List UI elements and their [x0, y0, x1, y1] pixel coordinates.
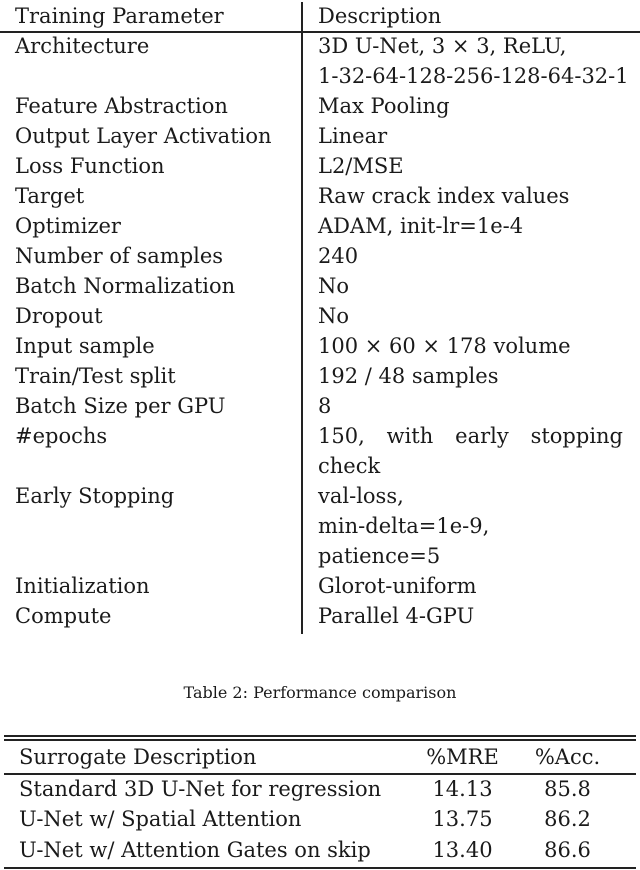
- desc-cell: patience=5: [318, 544, 441, 568]
- param-cell: Feature Abstraction: [15, 94, 228, 118]
- desc-cell: 8: [318, 394, 332, 418]
- param-cell: Number of samples: [15, 244, 224, 268]
- desc-cell: 3D U-Net, 3 × 3, ReLU,: [318, 34, 567, 58]
- header-surrogate-description: Surrogate Description: [19, 745, 257, 769]
- top-rule-double: [4, 739, 636, 741]
- param-cell: Train/Test split: [15, 364, 176, 388]
- param-cell: Compute: [15, 604, 112, 628]
- desc-cell: Linear: [318, 124, 388, 148]
- desc-cell: min-delta=1e-9,: [318, 514, 490, 538]
- header-acc: %Acc.: [534, 745, 601, 769]
- column-divider: [301, 2, 303, 634]
- table-row-acc: 85.8: [544, 777, 591, 801]
- header-rule: [4, 773, 636, 775]
- table2-caption: Table 2: Performance comparison: [183, 683, 457, 702]
- desc-cell: L2/MSE: [318, 154, 404, 178]
- table-row-mre: 13.40: [432, 838, 493, 862]
- desc-cell: 192 / 48 samples: [318, 364, 499, 388]
- param-cell: Loss Function: [15, 154, 165, 178]
- table-row-description: U-Net w/ Spatial Attention: [19, 807, 302, 831]
- param-cell: Output Layer Activation: [15, 124, 272, 148]
- desc-cell: Max Pooling: [318, 94, 450, 118]
- param-cell: Batch Normalization: [15, 274, 236, 298]
- table-row-acc: 86.6: [544, 838, 591, 862]
- header-description: Description: [318, 4, 442, 28]
- desc-cell: Parallel 4-GPU: [318, 604, 475, 628]
- param-cell: Early Stopping: [15, 484, 175, 508]
- training-parameters-table: Training Parameter Description Architect…: [0, 2, 640, 634]
- table-row-mre: 14.13: [432, 777, 493, 801]
- header-rule: [0, 31, 640, 33]
- param-cell: Target: [15, 184, 85, 208]
- desc-cell: No: [318, 274, 350, 298]
- table-row-description: U-Net w/ Attention Gates on skip: [19, 838, 371, 862]
- desc-cell: Glorot-uniform: [318, 574, 477, 598]
- param-cell: Initialization: [15, 574, 150, 598]
- param-cell: Architecture: [15, 34, 150, 58]
- table-row-acc: 86.2: [544, 807, 591, 831]
- top-rule: [4, 735, 636, 737]
- header-mre: %MRE: [426, 745, 499, 769]
- param-cell: Input sample: [15, 334, 155, 358]
- performance-comparison-table: Surrogate Description %MRE %Acc. Standar…: [0, 730, 640, 870]
- desc-cell: val-loss,: [318, 484, 404, 508]
- desc-cell: No: [318, 304, 350, 328]
- bottom-rule: [4, 867, 636, 869]
- header-training-parameter: Training Parameter: [15, 4, 224, 28]
- param-cell: Optimizer: [15, 214, 121, 238]
- desc-cell: 150, with early stopping: [318, 424, 623, 448]
- param-cell: #epochs: [15, 424, 108, 448]
- table-row-mre: 13.75: [432, 807, 493, 831]
- desc-cell: Raw crack index values: [318, 184, 570, 208]
- table-row-description: Standard 3D U-Net for regression: [19, 777, 382, 801]
- desc-cell: 1-32-64-128-256-128-64-32-1: [318, 64, 629, 88]
- param-cell: Dropout: [15, 304, 103, 328]
- desc-cell: check: [318, 454, 381, 478]
- desc-cell: ADAM, init-lr=1e-4: [318, 214, 524, 238]
- desc-cell: 240: [318, 244, 359, 268]
- param-cell: Batch Size per GPU: [15, 394, 226, 418]
- desc-cell: 100 × 60 × 178 volume: [318, 334, 571, 358]
